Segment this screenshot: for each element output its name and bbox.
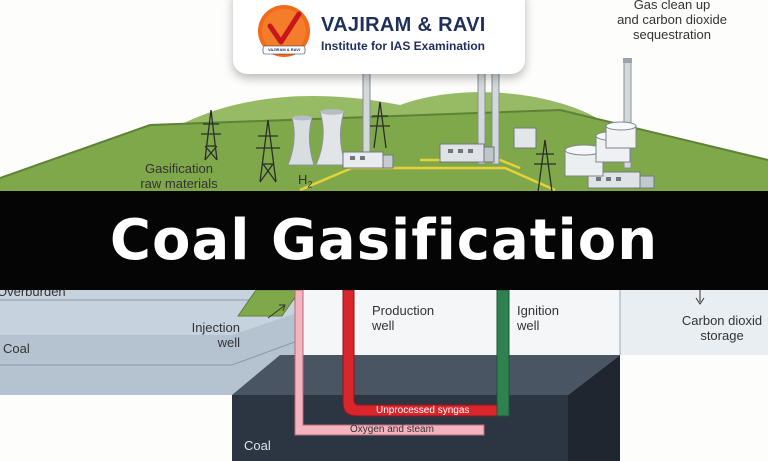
institute-logo-card[interactable]: VAJIRAM & RAVI VAJIRAM & RAVI Institute … xyxy=(233,0,525,74)
overburden-label: Overburden xyxy=(0,289,66,299)
raw-materials-line-1: Gasification xyxy=(145,161,213,176)
overburden-text: Overburden xyxy=(0,289,66,299)
injection-well-line-1: Injection xyxy=(191,320,240,335)
title-band: Coal Gasification xyxy=(0,191,768,290)
raw-materials-line-2: raw materials xyxy=(140,176,218,191)
storage-tanks xyxy=(564,121,637,177)
h2-symbol: H xyxy=(298,172,308,187)
carbon-storage-line-2: storage xyxy=(700,328,744,343)
oxygen-steam-label: Oxygen and steam xyxy=(350,424,434,435)
gas-cleanup-line-3: sequestration xyxy=(632,27,712,42)
power-pylons xyxy=(201,101,556,193)
injection-well-line-2: well xyxy=(217,335,240,350)
institute-name: VAJIRAM & RAVI xyxy=(321,14,486,36)
gas-cleanup-label: Gas clean up and carbon dioxide sequestr… xyxy=(602,0,742,42)
page-title: Coal Gasification xyxy=(109,208,659,273)
ignition-well-label: Ignition well xyxy=(517,303,559,333)
cooling-tower xyxy=(287,117,315,166)
coal-lower-label: Coal xyxy=(244,438,271,453)
injection-pipe xyxy=(294,289,485,436)
unprocessed-syngas-label: Unprocessed syngas xyxy=(376,405,470,416)
ignition-well-line-2: well xyxy=(517,318,540,333)
h2-label: H2 xyxy=(298,172,312,193)
ignition-pipe xyxy=(496,289,510,417)
emblem-text: VAJIRAM & RAVI xyxy=(267,47,301,52)
institute-emblem-icon xyxy=(258,5,310,57)
production-well-label: Production well xyxy=(372,303,434,333)
h2-subscript: 2 xyxy=(307,179,313,190)
carbon-storage-line-1: Carbon dioxid xyxy=(681,313,763,328)
gas-cleanup-line-1: Gas clean up xyxy=(633,0,711,12)
coal-upper-label: Coal xyxy=(3,341,30,356)
production-well-line-1: Production xyxy=(372,303,435,318)
injection-well-label: Injection well xyxy=(168,320,240,350)
chimney-stack xyxy=(362,59,371,159)
carbon-storage-label: Carbon dioxid storage xyxy=(676,313,768,343)
production-well-line-2: well xyxy=(372,318,395,333)
ignition-well-line-1: Ignition xyxy=(517,303,559,318)
coal-seam xyxy=(232,355,620,395)
raw-materials-label: Gasification raw materials xyxy=(118,161,240,191)
gas-cleanup-line-2: and carbon dioxide xyxy=(617,12,727,27)
institute-tagline: Institute for IAS Examination xyxy=(321,39,486,53)
